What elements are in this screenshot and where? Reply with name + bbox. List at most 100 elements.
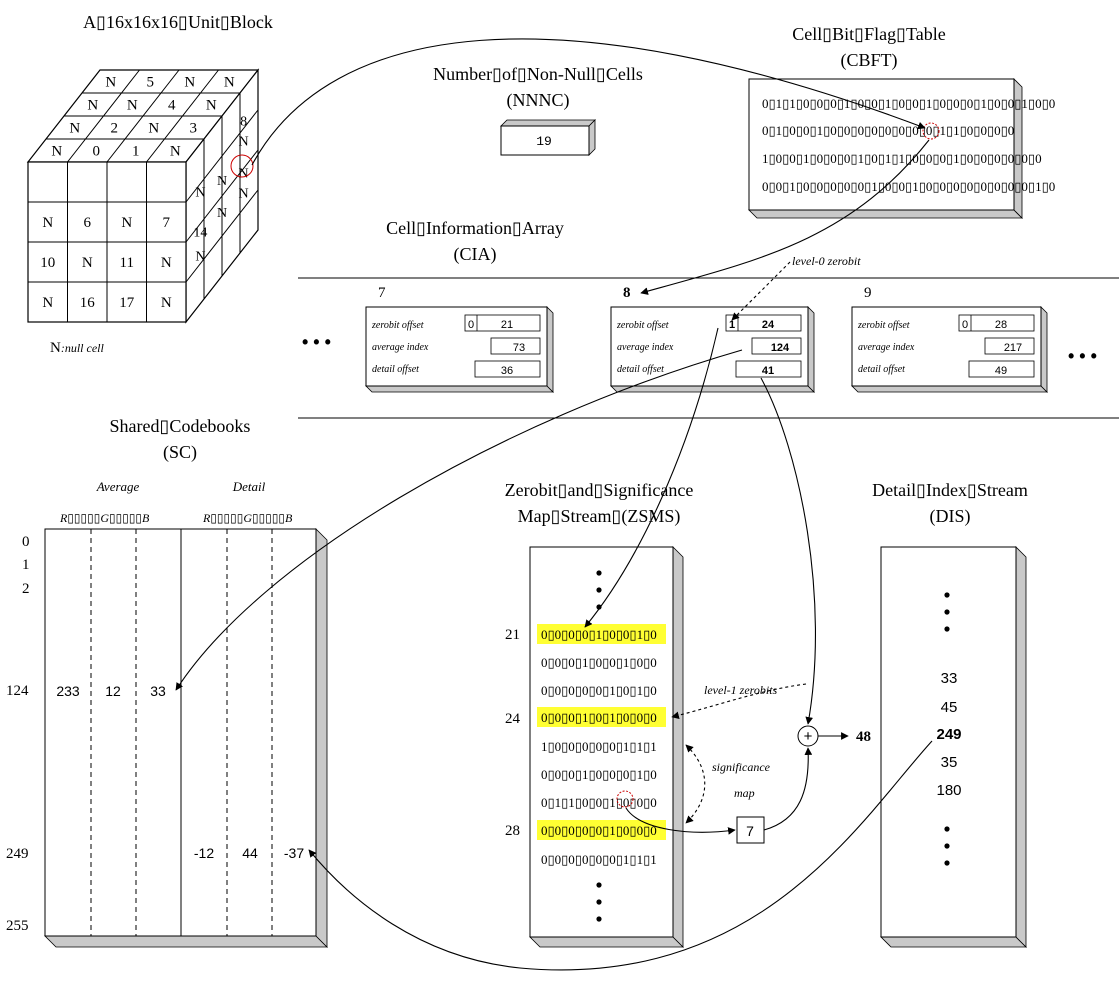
sc-row-label: 2 — [22, 581, 30, 597]
dis-title: Detail▯Index▯Stream — [872, 480, 1028, 500]
cube-cell-label: 14 — [193, 226, 207, 241]
cube-cell-label: N — [239, 166, 249, 181]
cube-cell-label: N — [217, 206, 227, 221]
sc-row-label: 124 — [6, 683, 29, 699]
cube-cell-label: 16 — [80, 295, 96, 311]
dis-value-selected: 249 — [936, 726, 961, 743]
cbft-abbr: (CBFT) — [840, 50, 897, 71]
nnnc-abbr: (NNNC) — [507, 90, 570, 111]
cia-zerobit-offset: 21 — [501, 319, 513, 331]
cube-cell-label: N — [161, 255, 172, 271]
cube-cell-label: N — [82, 255, 93, 271]
cube-cell-label: N — [51, 144, 62, 160]
cbft-title: Cell▯Bit▯Flag▯Table — [792, 24, 945, 44]
cia-cell-index: 7 — [378, 285, 386, 301]
cube-cell-label: 7 — [163, 215, 171, 231]
sc-average-label: Average — [96, 479, 140, 494]
arrow-detail-offset-to-plus — [760, 377, 816, 725]
cube-cell-label: 6 — [84, 215, 92, 231]
sc-detail-value: -12 — [194, 845, 214, 861]
null-cell-legend: N:null cell — [50, 340, 104, 356]
dis-value: 180 — [936, 782, 961, 799]
dis-section: Detail▯Index▯Stream (DIS) 33 45 249 35 1… — [872, 480, 1028, 948]
nnnc-box — [500, 125, 590, 156]
cube-cell-label: N — [42, 215, 53, 231]
dis-value: 45 — [941, 699, 958, 716]
vertical-ellipsis-icon — [944, 592, 950, 632]
cbft-row: 0▯1▯0▯0▯1▯0▯0▯0▯0▯0▯0▯0▯0▯1▯1▯0▯0▯0▯0 — [762, 123, 1014, 138]
cube-cell-label: N — [42, 295, 53, 311]
cia-section: Cell▯Information▯Array (CIA) level-0 zer… — [298, 218, 1119, 419]
sc-average-value: 33 — [150, 683, 166, 699]
cube-cell-label: 10 — [40, 255, 55, 271]
cube-cell-label: N — [206, 98, 217, 114]
nnnc-section: Number▯of▯Non-Null▯Cells (NNNC) 19 — [433, 64, 643, 156]
arrow-zerobit-offset-to-zsms — [584, 327, 719, 628]
count-box — [736, 816, 765, 844]
zsms-selected-bit-marker — [616, 790, 634, 808]
cia-abbr: (CIA) — [454, 244, 497, 265]
zsms-row: 0▯0▯0▯1▯0▯0▯1▯0▯0 — [541, 655, 657, 670]
cube-cell-label: 1 — [132, 144, 140, 160]
cube-cell-label: N — [87, 98, 98, 114]
cube-cell-label: 4 — [168, 98, 176, 114]
cube-cell-label: N — [195, 186, 205, 201]
cia-field-label: zerobit offset — [857, 320, 910, 331]
arrow-cell-to-cbft — [251, 38, 926, 166]
zsms-section: Zerobit▯and▯Significance Map▯Stream▯(ZSM… — [505, 480, 871, 948]
cube-cell-label: N — [224, 75, 235, 91]
cube-cell-label: 0 — [93, 144, 101, 160]
cube-cell-label: N — [239, 134, 249, 149]
arrow-level1-zerobits — [671, 683, 807, 720]
sc-section: Shared▯Codebooks (SC) Average Detail R▯▯… — [6, 416, 328, 948]
cia-average-index: 217 — [1004, 342, 1022, 354]
cia-average-index: 124 — [771, 342, 790, 354]
dis-value: 35 — [941, 754, 958, 771]
cia-field-label: zerobit offset — [371, 320, 424, 331]
zsms-highlight — [537, 707, 666, 727]
zsms-row-label: 24 — [505, 711, 521, 727]
cube-cell-label: N — [127, 98, 138, 114]
zsms-row: 1▯0▯0▯0▯0▯0▯1▯1▯1 — [541, 739, 657, 754]
cia-field-label: average index — [617, 342, 674, 353]
sc-average-value: 233 — [56, 683, 80, 699]
zsms-title: Zerobit▯and▯Significance — [505, 480, 694, 500]
zsms-title-line2: Map▯Stream▯(ZSMS) — [518, 506, 681, 527]
cia-cell-index: 9 — [864, 285, 872, 301]
zsms-row: 0▯0▯0▯0▯1▯0▯0▯1▯0 — [541, 627, 657, 642]
plus-symbol: + — [804, 728, 813, 745]
cube-cell-label: 2 — [111, 121, 119, 137]
cube-cell-label: N — [217, 174, 227, 189]
selected-cell-marker — [230, 154, 254, 178]
zsms-row: 0▯0▯0▯1▯0▯1▯0▯0▯0 — [541, 710, 657, 725]
cia-detail-offset: 36 — [501, 365, 513, 377]
zsms-row-label: 21 — [505, 627, 520, 643]
cia-zerobit-offset: 28 — [995, 319, 1007, 331]
arrow-cbft-to-cia — [640, 139, 930, 295]
dis-abbr: (DIS) — [930, 506, 971, 527]
sc-detail-value: 44 — [242, 845, 258, 861]
dis-value: 33 — [941, 670, 958, 687]
cia-title: Cell▯Information▯Array — [386, 218, 564, 238]
sc-detail-rgb-label: R▯▯▯▯▯G▯▯▯▯▯B — [202, 511, 293, 525]
unit-block-title: A▯16x16x16▯Unit▯Block — [83, 12, 273, 32]
count-value: 7 — [746, 823, 754, 839]
zsms-row: 0▯0▯0▯0▯0▯0▯1▯1▯1 — [541, 852, 657, 867]
arrow-average-index-to-sc — [175, 349, 743, 691]
sc-abbr: (SC) — [163, 442, 197, 463]
cia-field-label: zerobit offset — [616, 320, 669, 331]
level1-zerobits-label: level-1 zerobits — [704, 683, 778, 697]
cia-zerobit-offset: 24 — [762, 319, 775, 331]
sc-average-value: 12 — [105, 683, 121, 699]
sum-value: 48 — [856, 729, 871, 745]
sc-row-label: 249 — [6, 846, 29, 862]
cube-grid-lines — [28, 69, 259, 322]
zsms-row: 0▯0▯0▯0▯0▯1▯0▯1▯0 — [541, 683, 657, 698]
zsms-highlight — [537, 820, 666, 840]
vertical-ellipsis-icon — [596, 570, 602, 610]
cube-cell-label: N — [239, 186, 249, 201]
